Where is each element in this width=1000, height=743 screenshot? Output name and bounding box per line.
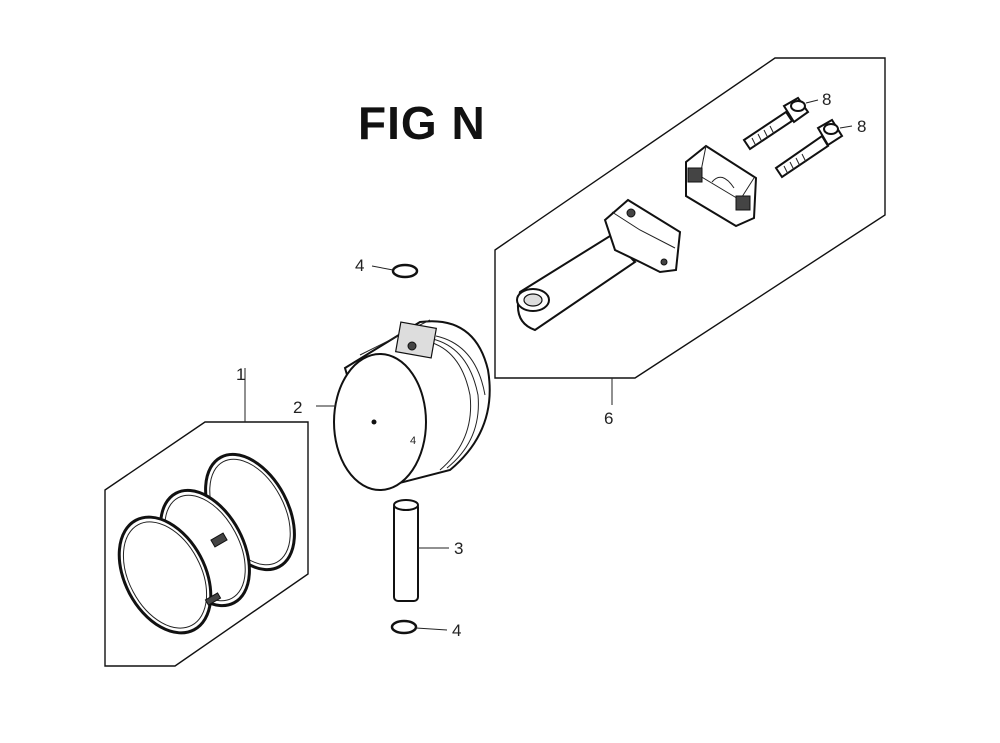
piston: 4 2	[293, 319, 491, 491]
figure-title: FIG N	[358, 97, 486, 149]
callout-8-upper: 8	[822, 90, 831, 109]
callout-3: 3	[454, 539, 463, 558]
callout-8-lower: 8	[857, 117, 866, 136]
svg-text:4: 4	[410, 435, 416, 447]
pin-clip-top: 4	[355, 256, 419, 279]
callout-4-top: 4	[355, 256, 364, 275]
callout-6: 6	[604, 409, 613, 428]
callout-4-bottom: 4	[452, 621, 461, 640]
pin-clip-bottom: 4	[390, 619, 461, 640]
piston-ring-set-group: 1	[104, 365, 309, 667]
piston-pin: 3	[393, 499, 463, 602]
connecting-rod-assembly-group: 6	[494, 57, 886, 428]
callout-2: 2	[293, 398, 302, 417]
callout-1: 1	[236, 365, 245, 384]
connecting-rod-cap	[685, 144, 758, 228]
connecting-rod	[516, 198, 682, 332]
rod-bolt-upper: 8	[742, 90, 831, 151]
rod-bolt-lower: 8	[774, 117, 866, 179]
